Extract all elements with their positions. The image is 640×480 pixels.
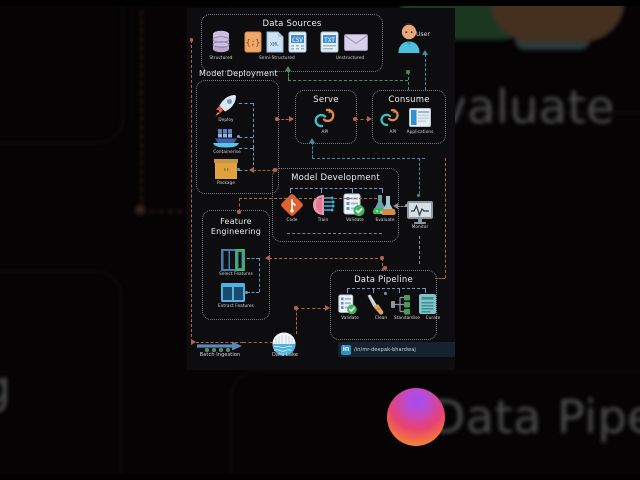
flask-icon — [372, 194, 396, 220]
caption-extract-features: Extract Features — [218, 303, 254, 308]
caption-package: Package — [216, 180, 236, 185]
caption-monitor: Monitor — [411, 224, 429, 229]
broom-icon — [364, 294, 386, 319]
linkedin-handle: /in/mr-deepak-bhardwaj — [354, 346, 416, 353]
group-model-development[interactable]: Model Development — [272, 168, 399, 242]
group-feature-engineering[interactable]: Feature Engineering — [202, 210, 270, 320]
caption-applications: Applications — [406, 129, 434, 134]
group-serve[interactable]: Serve — [295, 90, 357, 144]
label-user: User — [416, 31, 431, 38]
linkedin-watermark: in /in/mr-deepak-bhardwaj — [338, 342, 455, 357]
linkedin-icon: in — [341, 344, 351, 355]
caption-pipeline-standardise: Standardise — [393, 315, 421, 320]
group-model-deployment[interactable]: Model Deployment — [196, 69, 279, 194]
gradient-sphere-overlay — [387, 388, 445, 446]
csv-file-icon: CSV — [288, 31, 307, 57]
package-box-icon — [214, 158, 238, 184]
caption-structured: Structured — [209, 55, 233, 60]
svg-text:TXT: TXT — [324, 37, 335, 44]
caption-containerise: Containerise — [213, 149, 241, 154]
application-window-icon — [409, 108, 431, 131]
group-title-data-sources: Data Sources — [262, 19, 322, 29]
txt-file-icon: TXT — [320, 31, 339, 57]
caption-consume-api: API — [389, 129, 397, 134]
caption-pipeline-validate: Validate — [341, 315, 359, 320]
letterbox-top — [0, 0, 640, 6]
columns-extract-icon — [220, 282, 246, 307]
caption-pipeline-curate: Curate — [425, 315, 441, 320]
svg-text:XML: XML — [270, 42, 279, 48]
svg-text:CSV: CSV — [292, 37, 303, 44]
bg-label-select-features: Select Features — [0, 205, 25, 297]
api-plug-icon — [313, 108, 337, 132]
columns-select-icon — [220, 248, 246, 276]
caption-select-features: Select Features — [219, 271, 253, 276]
database-icon — [211, 30, 231, 58]
caption-evaluate: Evaluate — [375, 217, 395, 222]
group-title-serve: Serve — [313, 95, 339, 105]
user-avatar-icon — [397, 23, 421, 57]
group-data-pipeline[interactable]: Data Pipeline — [330, 270, 437, 340]
diagram-panel: Data Sources Structured {;} — [187, 8, 455, 370]
caption-unstructured: Unstructured — [335, 55, 365, 60]
email-envelope-icon — [344, 34, 368, 55]
group-consume[interactable]: Consume — [372, 90, 446, 144]
caption-batch-ingestion: Batch Ingestion — [199, 352, 241, 358]
hierarchy-icon — [390, 294, 412, 319]
group-title-feature: Feature — [220, 217, 252, 226]
rocket-icon — [213, 92, 239, 122]
caption-train: Train — [317, 217, 329, 222]
ship-container-icon — [213, 126, 239, 152]
document-list-icon — [418, 293, 437, 319]
caption-pipeline-clean: Clean — [374, 315, 388, 320]
group-title-consume: Consume — [388, 95, 430, 105]
group-title-model-development: Model Development — [291, 173, 380, 183]
caption-data-lake: Data Lake — [271, 352, 299, 358]
group-title-data-pipeline: Data Pipeline — [354, 275, 413, 285]
group-title-model-deployment: Model Deployment — [199, 69, 278, 78]
api-plug-icon — [379, 108, 401, 131]
caption-validate: Validate — [346, 217, 364, 222]
json-file-icon: {;} — [244, 31, 262, 57]
xml-file-icon: XML — [266, 31, 284, 57]
arrow-right-icon — [197, 336, 243, 355]
data-lake-icon — [272, 332, 296, 360]
caption-serve-api: API — [321, 129, 329, 134]
bg-label-data-pipeline: Data Pipeline — [430, 390, 640, 444]
monitor-wave-icon — [406, 200, 434, 228]
letterbox-bottom — [0, 474, 640, 480]
svg-text:{;}: {;} — [246, 38, 260, 47]
bg-label-extract-features: Extract Features — [0, 430, 35, 480]
bg-label-engineering: Engineering — [0, 360, 12, 414]
checklist-icon — [337, 294, 358, 319]
group-title-engineering: Engineering — [210, 227, 262, 236]
caption-code: Code — [286, 217, 298, 222]
caption-semi-structured: Semi-Structured — [259, 55, 295, 60]
group-data-sources[interactable]: Data Sources — [201, 14, 383, 72]
caption-deploy: Deploy — [218, 117, 234, 122]
code-git-icon — [281, 194, 303, 220]
